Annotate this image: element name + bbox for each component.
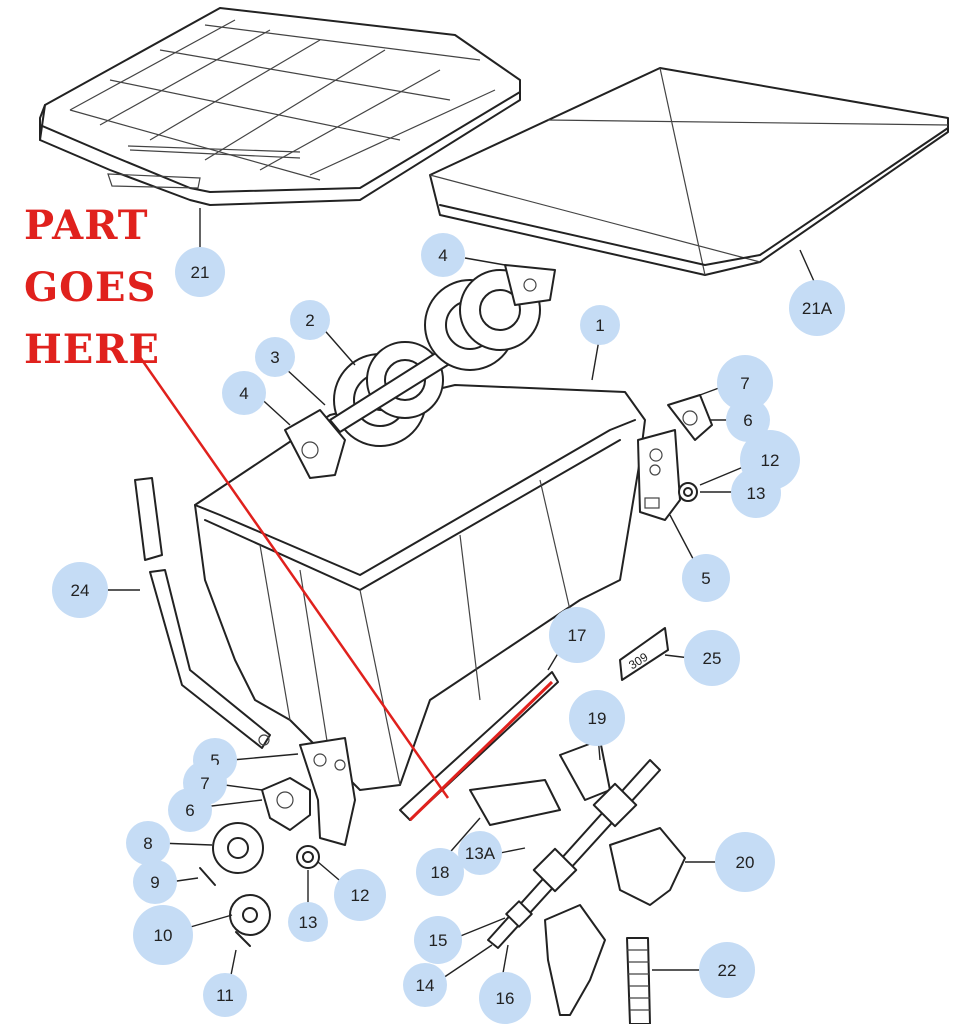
callout-4-left: 4 — [222, 371, 266, 415]
callout-label: 13A — [465, 844, 496, 863]
callout-label: 14 — [416, 976, 435, 995]
callout-20: 20 — [715, 832, 775, 892]
red-highlight-bar — [408, 680, 554, 822]
hose-part-22 — [626, 937, 651, 1024]
lid-part-21a — [429, 67, 949, 276]
callout-21: 21 — [175, 247, 225, 297]
callout-label: 22 — [718, 961, 737, 980]
agitator-shaft-assembly — [487, 759, 661, 949]
sprocket-shaft-assembly — [284, 264, 556, 479]
callout-25: 25 — [684, 630, 740, 686]
note-line: PART — [24, 202, 149, 249]
callout-1: 1 — [580, 305, 620, 345]
callout-label: 13 — [747, 484, 766, 503]
callout-19: 19 — [569, 690, 625, 746]
callout-label: 6 — [185, 801, 194, 820]
callout-13-right: 13 — [731, 468, 781, 518]
callout-label: 25 — [703, 649, 722, 668]
callout-label: 9 — [150, 873, 159, 892]
callout-label: 6 — [743, 411, 752, 430]
callout-11: 11 — [203, 973, 247, 1017]
callout-8: 8 — [126, 821, 170, 865]
callout-label: 3 — [270, 348, 279, 367]
callout-label: 4 — [239, 384, 248, 403]
callout-5-right: 5 — [682, 554, 730, 602]
callout-label: 17 — [568, 626, 587, 645]
left-bracket-parts — [199, 737, 356, 947]
callout-label: 15 — [429, 931, 448, 950]
callout-label: 20 — [736, 853, 755, 872]
callout-label: 18 — [431, 863, 450, 882]
strap-part-24 — [134, 477, 271, 749]
callout-label: 24 — [71, 581, 90, 600]
callout-22: 22 — [699, 942, 755, 998]
callout-label: 21 — [191, 263, 210, 282]
callout-12-left: 12 — [334, 869, 386, 921]
callout-3: 3 — [255, 337, 295, 377]
callout-2: 2 — [290, 300, 330, 340]
callout-label: 19 — [588, 709, 607, 728]
plate-part-25: 309 — [619, 627, 669, 681]
callout-21a: 21A — [789, 280, 845, 336]
callout-label: 12 — [351, 886, 370, 905]
callout-label: 7 — [740, 374, 749, 393]
red-pointer-line — [133, 349, 450, 799]
callout-label: 5 — [210, 751, 219, 770]
callout-7-right: 7 — [717, 355, 773, 411]
callout-label: 1 — [595, 316, 604, 335]
callout-17: 17 — [549, 607, 605, 663]
feed-part-20 — [609, 827, 686, 906]
hopper-body-part-1 — [194, 384, 646, 791]
callout-label: 11 — [216, 986, 234, 1005]
note-line: GOES — [24, 264, 157, 311]
callout-label: 8 — [143, 834, 152, 853]
part-goes-here-note: PART GOES HERE — [24, 195, 160, 381]
callout-18: 18 — [416, 848, 464, 896]
callout-label: 13 — [299, 913, 318, 932]
callout-10: 10 — [133, 905, 193, 965]
funnel-part — [544, 904, 606, 1016]
lid-part-21 — [39, 7, 521, 206]
strip-part-17 — [399, 671, 559, 821]
callout-label: 7 — [200, 774, 209, 793]
callout-label: 4 — [438, 246, 447, 265]
callout-14: 14 — [403, 963, 447, 1007]
callout-label: 2 — [305, 311, 314, 330]
right-bracket-parts — [637, 394, 713, 521]
callout-label: 21A — [802, 299, 833, 318]
callout-9: 9 — [133, 860, 177, 904]
callout-13A: 13A — [458, 831, 502, 875]
callout-6-left: 6 — [168, 788, 212, 832]
callout-label: 5 — [701, 569, 710, 588]
slide-part-18-19 — [469, 739, 611, 826]
callout-label: 10 — [154, 926, 173, 945]
callout-13-left: 13 — [288, 902, 328, 942]
callout-4-top: 4 — [421, 233, 465, 277]
callout-6-right: 6 — [726, 398, 770, 442]
callout-label: 12 — [761, 451, 780, 470]
note-line: HERE — [24, 326, 161, 373]
callout-24: 24 — [52, 562, 108, 618]
callout-16: 16 — [479, 972, 531, 1024]
callout-label: 16 — [496, 989, 515, 1008]
callout-15: 15 — [414, 916, 462, 964]
